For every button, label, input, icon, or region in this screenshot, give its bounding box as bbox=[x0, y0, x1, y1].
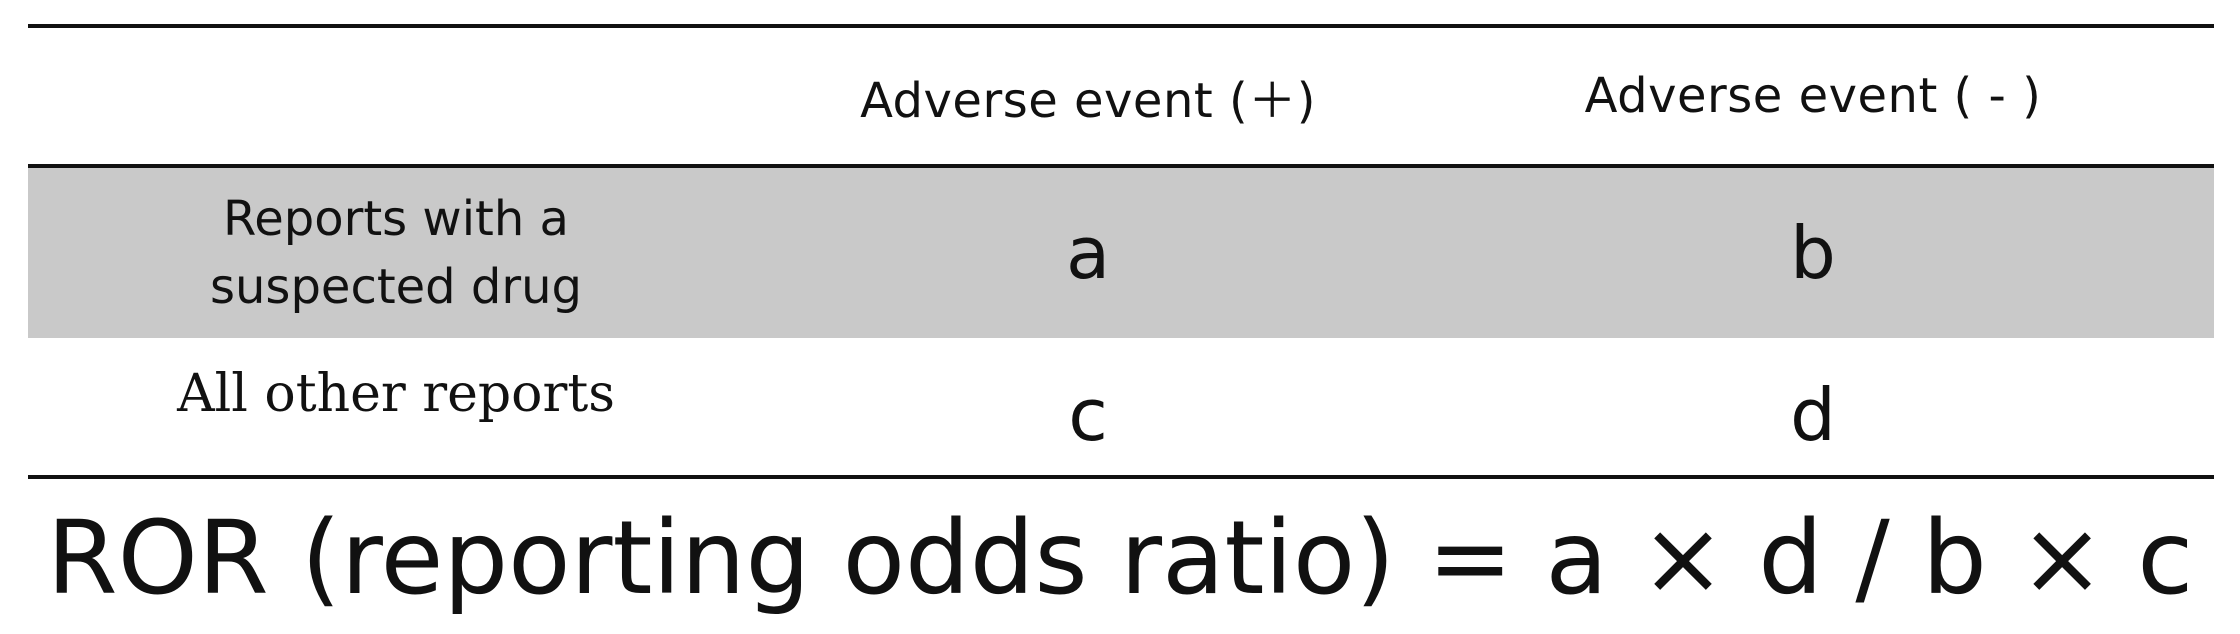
header-adverse-event-positive: Adverse event (＋) bbox=[764, 28, 1412, 164]
cell-c-value: c bbox=[1068, 373, 1108, 457]
row-label-cell: Reports with a suspected drug bbox=[28, 168, 764, 338]
table-row-other-reports: All other reports c d bbox=[28, 338, 2214, 475]
table-row-suspected-drug: Reports with a suspected drug a b bbox=[28, 168, 2214, 338]
ror-formula: ROR (reporting odds ratio) = a × d / b ×… bbox=[46, 498, 2194, 618]
table-bottom-rule bbox=[28, 475, 2214, 479]
header-corner-cell bbox=[28, 28, 764, 164]
cell-d-value: d bbox=[1790, 373, 1836, 457]
row-label-suspected-drug: Reports with a suspected drug bbox=[210, 191, 582, 315]
row-label-cell: All other reports bbox=[28, 338, 764, 475]
cell-a: a bbox=[764, 168, 1412, 338]
header-col2-label: Adverse event ( - ) bbox=[1584, 68, 2042, 124]
header-col1-label: Adverse event (＋) bbox=[860, 73, 1316, 129]
cell-d: d bbox=[1412, 338, 2214, 475]
row-label-other-reports: All other reports bbox=[177, 364, 615, 424]
table-header-row: Adverse event (＋) Adverse event ( - ) bbox=[28, 28, 2214, 164]
table-top-rule bbox=[28, 24, 2214, 28]
table-header-rule bbox=[28, 164, 2214, 168]
cell-a-value: a bbox=[1065, 211, 1111, 295]
header-adverse-event-negative: Adverse event ( - ) bbox=[1412, 28, 2214, 164]
cell-c: c bbox=[764, 338, 1412, 475]
cell-b: b bbox=[1412, 168, 2214, 338]
cell-b-value: b bbox=[1790, 211, 1836, 295]
